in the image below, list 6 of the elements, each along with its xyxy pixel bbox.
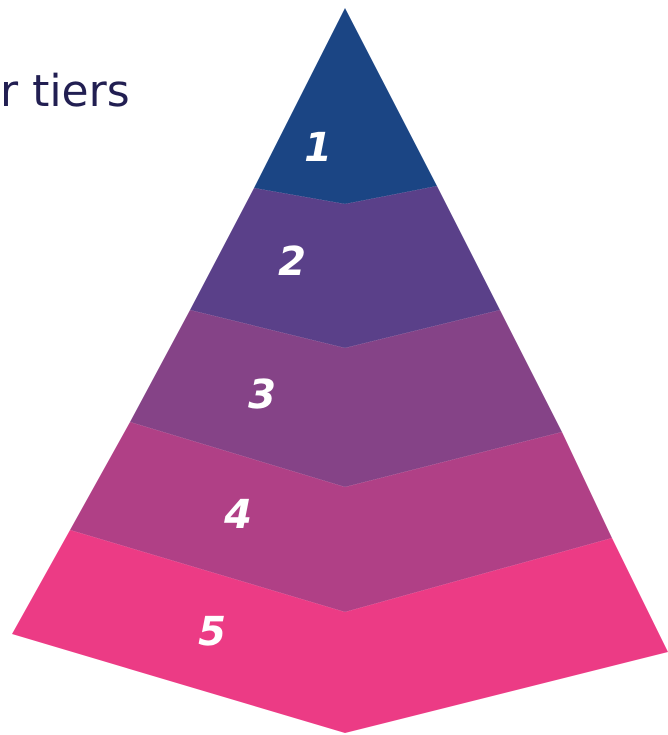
title: r tiers [0, 66, 130, 118]
tier-number: 5 [198, 610, 226, 654]
tier-number: 2 [278, 240, 306, 284]
tier-number: 4 [224, 493, 252, 537]
tier-number: 3 [248, 373, 276, 417]
tier-number: 1 [304, 126, 332, 170]
